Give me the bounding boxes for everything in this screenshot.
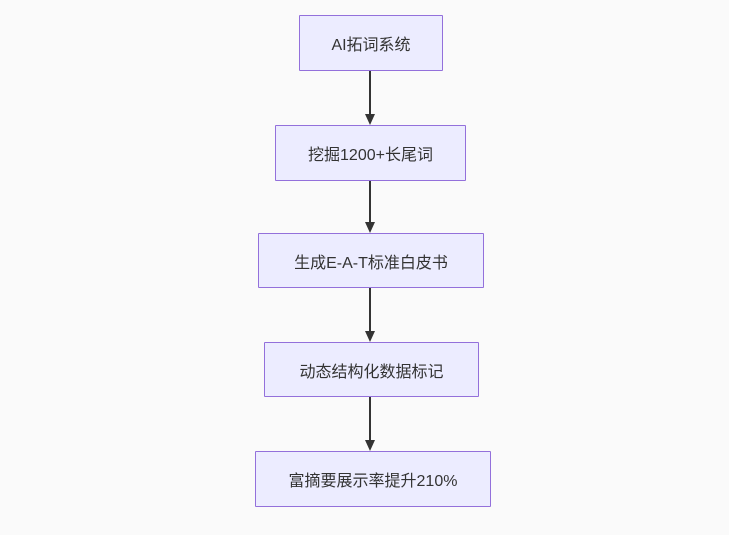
flow-node-label: 生成E-A-T标准白皮书 bbox=[294, 254, 448, 272]
arrow-line bbox=[369, 71, 371, 116]
arrow-down-icon bbox=[365, 331, 375, 342]
arrow-line bbox=[369, 397, 371, 442]
arrow-down-icon bbox=[365, 222, 375, 233]
arrow-line bbox=[369, 288, 371, 333]
flow-node-rich-snippet-result: 富摘要展示率提升210% bbox=[255, 451, 491, 507]
flow-node-eat-whitepaper: 生成E-A-T标准白皮书 bbox=[258, 233, 484, 288]
flow-node-label: AI拓词系统 bbox=[331, 37, 411, 54]
flow-node-label: 富摘要展示率提升210% bbox=[288, 473, 458, 490]
flow-node-label: 挖掘1200+长尾词 bbox=[308, 147, 433, 164]
flow-node-longtail-mining: 挖掘1200+长尾词 bbox=[275, 125, 466, 181]
flow-node-label: 动态结构化数据标记 bbox=[299, 363, 444, 381]
arrow-down-icon bbox=[365, 440, 375, 451]
arrow-line bbox=[369, 181, 371, 224]
flow-node-structured-data-markup: 动态结构化数据标记 bbox=[264, 342, 479, 397]
arrow-down-icon bbox=[365, 114, 375, 125]
flow-node-ai-keyword-system: AI拓词系统 bbox=[299, 15, 443, 71]
